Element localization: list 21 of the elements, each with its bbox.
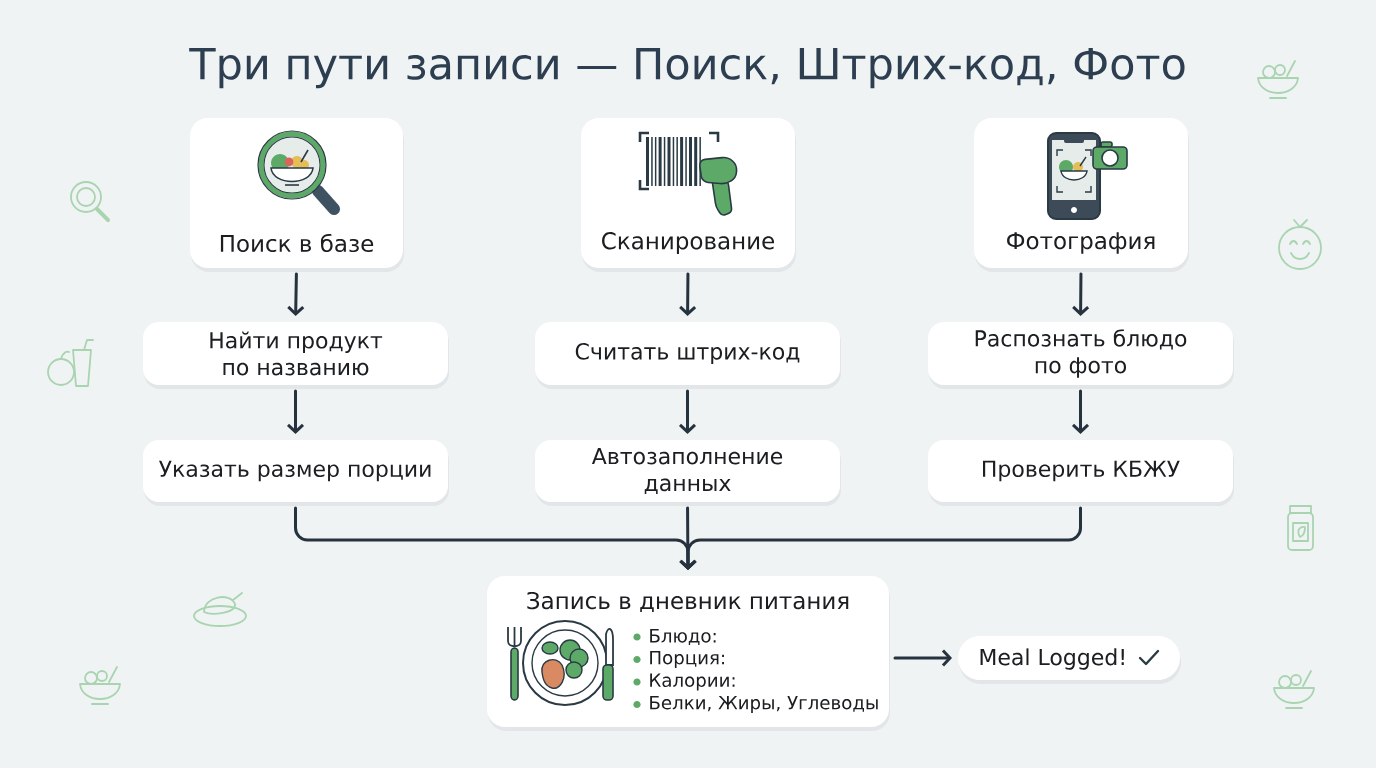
step-box: Проверить КБЖУ (928, 440, 1234, 506)
step-box: Найти продукт по названию (143, 322, 449, 389)
list-item: Калории: (650, 673, 735, 691)
arrow (679, 272, 697, 316)
step-box: Считать штрих-код (535, 322, 841, 389)
title: Три пути записи — Поиск, Штрих-код, Фото (189, 47, 1185, 89)
status-pill: Meal Logged! (958, 636, 1181, 684)
step-box: Указать размер порции (143, 440, 449, 506)
arrow (679, 506, 1082, 570)
list-item: Белки, Жиры, Углеводы (650, 696, 878, 714)
arrow (287, 389, 305, 434)
step-box: Автозаполнение данных (535, 440, 841, 506)
arrow (893, 649, 952, 667)
arrow (287, 272, 305, 316)
arrow (1072, 272, 1090, 316)
arrow (1072, 389, 1090, 434)
arrow (679, 389, 697, 434)
method-card: Сканирование (581, 118, 796, 272)
step-box: Распознать блюдо по фото (928, 322, 1234, 389)
list-item: Порция: (650, 651, 724, 669)
list-item: Блюдо: (650, 629, 716, 645)
